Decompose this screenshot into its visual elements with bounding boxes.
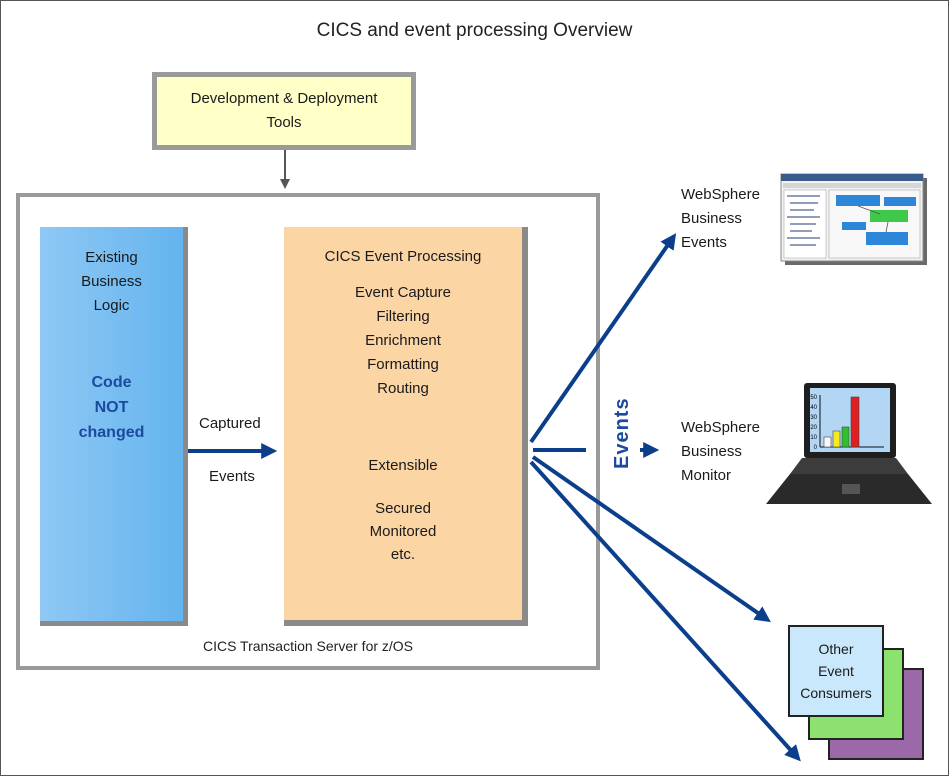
ep-secured-2: Monitored	[369, 523, 437, 540]
consumer-line-3: Consumers	[800, 685, 872, 701]
dev-tools-line2: Tools	[266, 114, 302, 131]
ep-feature-4: Formatting	[367, 356, 439, 373]
bm-line-1: WebSphere	[681, 419, 760, 436]
logic-line-2: Business	[81, 273, 142, 290]
events-vertical-label: Events	[611, 397, 633, 469]
bm-line-3: Monitor	[681, 467, 732, 484]
consumer-box-front: Other Event Consumers	[788, 625, 884, 717]
business-monitor-label: WebSphere Business Monitor	[681, 416, 760, 488]
business-monitor-laptop-icon: 50 40 30 20 10 0	[766, 383, 932, 504]
captured-label: Captured	[199, 415, 261, 432]
dev-tools-box: Development & Deployment Tools	[152, 72, 416, 150]
monitor-tick-20: 20	[810, 425, 817, 431]
ep-feature-1: Event Capture	[355, 284, 451, 301]
events-label-small: Events	[209, 468, 255, 485]
arrow-to-consumers-lower	[529, 460, 801, 762]
ep-secured-1: Secured	[375, 500, 431, 517]
business-events-label: WebSphere Business Events	[681, 183, 760, 255]
server-label: CICS Transaction Server for z/OS	[202, 638, 414, 654]
be-line-3: Events	[681, 234, 727, 251]
dev-tools-line1: Development & Deployment	[190, 90, 378, 107]
ep-feature-5: Routing	[377, 380, 429, 397]
arrow-to-business-events	[529, 233, 677, 444]
business-events-screen-icon	[780, 173, 927, 265]
ep-feature-2: Filtering	[376, 308, 430, 325]
be-line-2: Business	[681, 210, 742, 227]
bm-line-2: Business	[681, 443, 742, 460]
ep-extensible: Extensible	[368, 457, 438, 474]
diagram-title: CICS and event processing Overview	[316, 20, 633, 41]
monitor-tick-40: 40	[810, 405, 817, 411]
be-line-1: WebSphere	[681, 186, 760, 203]
consumer-line-1: Other	[818, 641, 854, 657]
code-line-1: Code	[91, 374, 132, 391]
monitor-tick-10: 10	[810, 435, 817, 441]
ep-title: CICS Event Processing	[324, 248, 482, 265]
arrow-to-other-consumers	[531, 455, 771, 623]
monitor-tick-0: 0	[814, 445, 818, 451]
business-logic-box: Existing Business Logic Code NOT changed	[40, 227, 188, 626]
monitor-tick-50: 50	[810, 395, 817, 401]
event-processing-box: CICS Event Processing Event Capture Filt…	[284, 227, 528, 626]
ep-secured-3: etc.	[390, 546, 416, 563]
monitor-tick-30: 30	[810, 415, 817, 421]
logic-line-1: Existing	[85, 249, 138, 266]
ep-feature-3: Enrichment	[365, 332, 441, 349]
code-line-3: changed	[78, 424, 145, 441]
consumer-line-2: Event	[818, 663, 854, 679]
code-line-2: NOT	[94, 399, 129, 416]
logic-line-3: Logic	[93, 297, 130, 314]
